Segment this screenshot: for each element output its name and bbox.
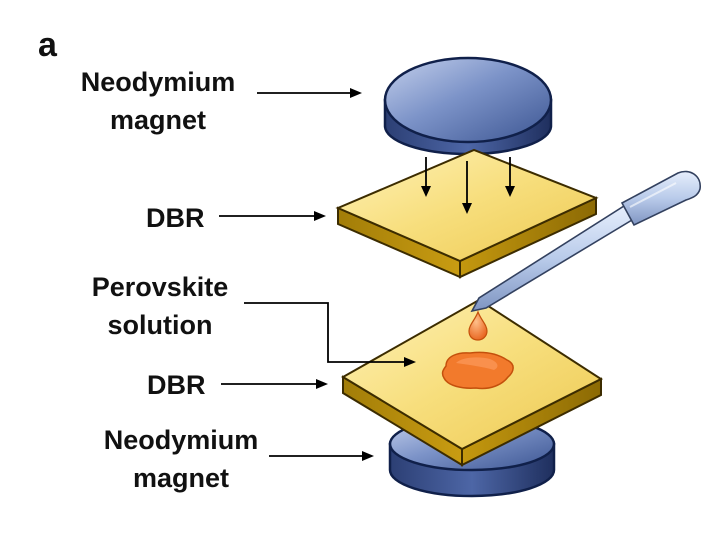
- label-bottom-dbr: DBR: [147, 370, 206, 400]
- label-top-magnet-line1: Neodymium: [81, 67, 236, 97]
- leader-perovskite: [244, 302, 416, 367]
- label-top-magnet-line2: magnet: [110, 105, 206, 135]
- top-magnet: [383, 56, 553, 156]
- leader-top-dbr: [219, 211, 326, 221]
- label-perovskite-line1: Perovskite: [92, 272, 229, 302]
- leader-bottom-magnet: [269, 451, 374, 461]
- label-top-dbr: DBR: [146, 203, 205, 233]
- label-bottom-magnet-line1: Neodymium: [104, 425, 259, 455]
- leader-top-magnet: [257, 88, 362, 98]
- label-perovskite-line2: solution: [108, 310, 213, 340]
- panel-label: a: [38, 26, 58, 64]
- perovskite-drop: [468, 310, 488, 341]
- leader-bottom-dbr: [221, 379, 328, 389]
- magnetic-field-arrows: [421, 157, 515, 214]
- pipette: [470, 170, 701, 313]
- perovskite-puddle-highlight: [456, 357, 498, 370]
- label-bottom-magnet-line2: magnet: [133, 463, 229, 493]
